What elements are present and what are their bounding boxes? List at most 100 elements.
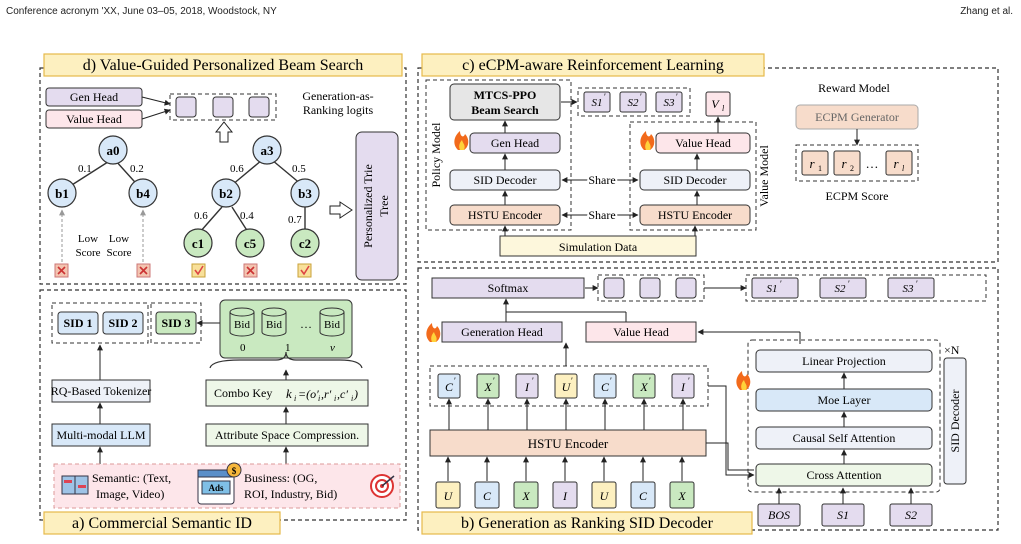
- share-label-2: Share: [588, 208, 615, 222]
- logits-label-1: Generation-as-: [302, 89, 373, 103]
- decoder-input-label-1: S1: [837, 508, 849, 522]
- svg-text:′: ′: [848, 279, 850, 289]
- node-c1: c1: [192, 236, 204, 251]
- share-label-1: Share: [588, 173, 615, 187]
- input-token-2: [513, 481, 539, 509]
- check-mark-icon: [297, 263, 312, 278]
- fire-icon: [454, 131, 469, 150]
- svg-text:v: v: [330, 342, 335, 354]
- b-value-head: Value Head: [613, 325, 669, 339]
- svg-text:,c′: ,c′: [337, 387, 348, 401]
- input-token-3: [552, 481, 578, 509]
- left-arrow-icon: [329, 201, 353, 219]
- svg-text:′: ′: [676, 92, 678, 102]
- top-token-label-3: U: [562, 380, 572, 394]
- svg-text:S3: S3: [664, 97, 676, 109]
- input-token-label-1: C: [483, 489, 492, 503]
- weight-02: 0.2: [130, 163, 144, 175]
- node-b1: b1: [55, 186, 69, 201]
- c-sid-decoder-right: SID Decoder: [664, 173, 727, 187]
- generation-head: Generation Head: [461, 325, 543, 339]
- svg-text:Ads: Ads: [208, 483, 224, 493]
- business-line-2: ROI, Industry, Bid): [244, 487, 337, 501]
- b-output-s3: S3′: [887, 277, 935, 299]
- top-token-3: [554, 373, 578, 399]
- top-token-label-1: X: [483, 380, 492, 394]
- c-output-s3: S3′: [655, 91, 683, 113]
- reward-model-label: Reward Model: [818, 81, 890, 95]
- weight-06b: 0.6: [194, 210, 208, 222]
- c-hstu-left: HSTU Encoder: [468, 208, 542, 222]
- node-c2: c2: [299, 236, 311, 251]
- panel-d-title: d) Value-Guided Personalized Beam Search: [83, 57, 364, 74]
- top-token-prime-2: ′: [532, 376, 534, 386]
- check-mark-icon: [191, 263, 206, 278]
- combo-formula: k: [286, 386, 292, 401]
- svg-text:0: 0: [240, 342, 246, 354]
- semantic-line-1: Semantic: (Text,: [92, 471, 171, 485]
- simulation-data: Simulation Data: [559, 240, 638, 254]
- svg-text:Bid: Bid: [266, 319, 282, 331]
- cross-attention: Cross Attention: [806, 468, 881, 482]
- c-value-head: Value Head: [675, 136, 731, 150]
- linear-projection: Linear Projection: [802, 354, 886, 368]
- panel-a-title: a) Commercial Semantic ID: [72, 515, 252, 532]
- top-token-label-6: I: [680, 380, 686, 394]
- mtcs-ppo-label: MTCS-PPO: [474, 88, 537, 102]
- top-token-prime-4: ′: [610, 376, 612, 386]
- top-token-5: [632, 373, 656, 399]
- top-token-label-0: C: [445, 380, 454, 394]
- causal-self-attention: Causal Self Attention: [793, 431, 896, 445]
- c-hstu-right: HSTU Encoder: [658, 208, 732, 222]
- softmax-box: Softmax: [488, 281, 529, 295]
- svg-text:S1: S1: [767, 283, 778, 295]
- c-output-s2: S2′: [619, 91, 647, 113]
- b-output-s1: S1′: [751, 277, 799, 299]
- svg-text:′: ′: [780, 279, 782, 289]
- logit-box: [175, 96, 197, 118]
- svg-text:r: r: [809, 156, 815, 171]
- c-sid-decoder-left: SID Decoder: [474, 173, 537, 187]
- svg-text:i: i: [294, 394, 296, 403]
- svg-text:1: 1: [818, 164, 822, 173]
- ecpm-generator: ECPM Generator: [815, 110, 899, 124]
- top-token-4: [593, 373, 617, 399]
- ads-icon: Ads $: [197, 462, 242, 505]
- running-header-left: Conference acronym 'XX, June 03–05, 2018…: [6, 6, 277, 17]
- input-token-6: [669, 481, 695, 509]
- input-token-label-0: U: [444, 489, 454, 503]
- cross-mark-icon: [243, 263, 258, 278]
- svg-text:,r′: ,r′: [321, 387, 332, 401]
- v-l-symbol: V: [711, 97, 720, 111]
- low-score-2b: Score: [106, 247, 131, 259]
- svg-text:S1: S1: [592, 97, 603, 109]
- weight-06a: 0.6: [230, 163, 244, 175]
- running-header-right: Zhang et al.: [960, 6, 1013, 17]
- softmax-logit: [675, 277, 697, 299]
- top-token-prime-0: ′: [454, 376, 456, 386]
- top-token-prime-6: ′: [688, 376, 690, 386]
- node-c5: c5: [244, 236, 257, 251]
- moe-layer: Moe Layer: [818, 393, 871, 407]
- svg-text:2: 2: [850, 164, 854, 173]
- svg-text:1: 1: [285, 342, 291, 354]
- svg-text:r: r: [841, 156, 847, 171]
- top-token-label-4: C: [601, 380, 610, 394]
- beam-search-label: Beam Search: [471, 103, 539, 117]
- panel-c-title: c) eCPM-aware Reinforcement Learning: [462, 57, 724, 74]
- input-token-1: [474, 481, 500, 509]
- svg-text:$: $: [232, 466, 237, 476]
- panel-b: b) Generation as Ranking SID Decoder Sof…: [417, 267, 999, 535]
- low-score-2a: Low: [109, 233, 129, 245]
- input-token-label-5: C: [639, 489, 648, 503]
- svg-text:i: i: [318, 394, 320, 403]
- input-token-label-4: U: [600, 489, 610, 503]
- svg-text:l: l: [902, 164, 905, 173]
- value-head-box: Value Head: [66, 112, 122, 126]
- node-b4: b4: [136, 186, 150, 201]
- svg-text:i: i: [334, 394, 336, 403]
- weight-04: 0.4: [240, 210, 254, 222]
- logit-box: [248, 96, 270, 118]
- logits-label-2: Ranking logits: [303, 103, 374, 117]
